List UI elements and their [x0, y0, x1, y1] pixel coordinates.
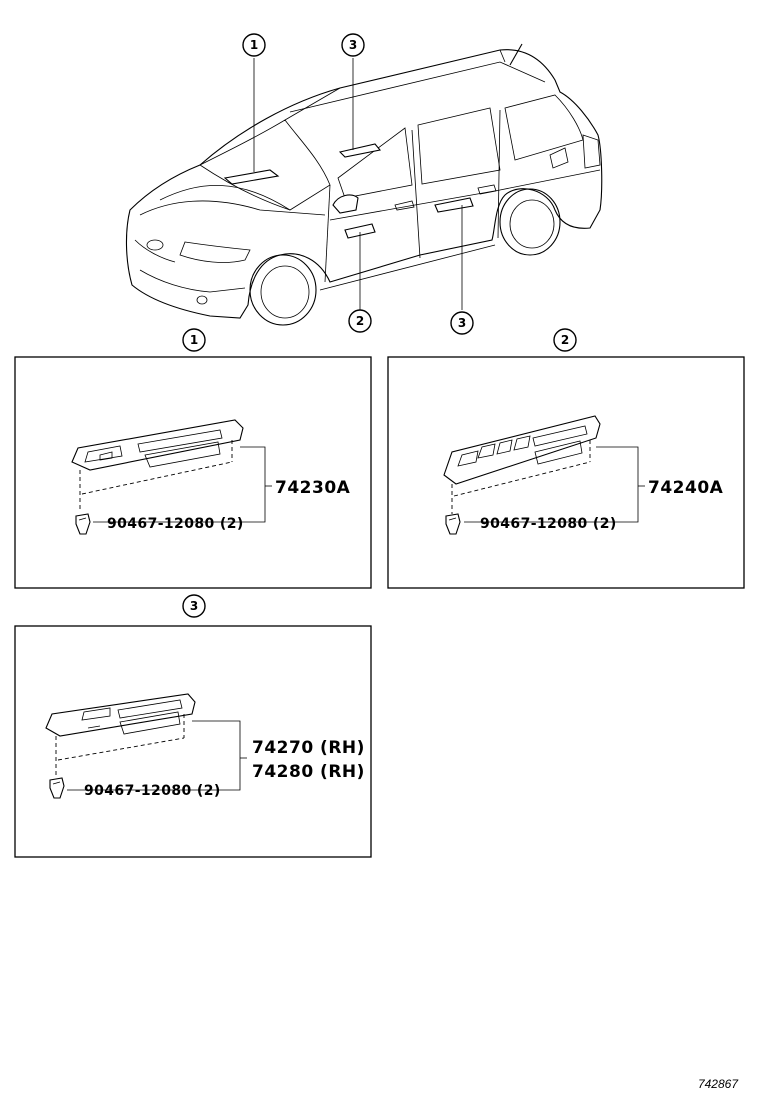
svg-text:3: 3	[349, 38, 357, 52]
panel-3-switch-part	[45, 693, 196, 776]
panel-1-part-number: 74230A	[275, 478, 351, 498]
panel-2-part-number: 74240A	[648, 478, 724, 498]
svg-text:1: 1	[190, 333, 198, 347]
panel-2-frame	[387, 356, 745, 589]
panel-3-clip-number: 90467-12080 (2)	[84, 783, 221, 799]
svg-text:3: 3	[190, 599, 198, 613]
panel-1-frame	[14, 356, 372, 589]
panel-2-callout: 2	[553, 328, 577, 352]
callout-top-3: 3	[341, 33, 365, 57]
car-leader-lines	[253, 58, 463, 310]
panel-1-callout: 1	[182, 328, 206, 352]
svg-text:2: 2	[561, 333, 569, 347]
svg-text:2: 2	[356, 314, 364, 328]
panel-1-clip-number: 90467-12080 (2)	[107, 516, 244, 532]
panel-1-switch-part	[71, 419, 244, 512]
callout-car-3: 3	[450, 311, 474, 335]
svg-text:3: 3	[458, 316, 466, 330]
panel-2-clip	[445, 513, 461, 535]
panel-3-part-number-2: 74280 (RH)	[252, 762, 365, 782]
panel-2-leaders	[464, 446, 645, 523]
vehicle-illustration	[125, 43, 603, 326]
panel-2-switch-part	[443, 415, 601, 514]
panel-3-frame	[14, 625, 372, 858]
panel-2-clip-number: 90467-12080 (2)	[480, 516, 617, 532]
callout-top-1: 1	[242, 33, 266, 57]
panel-1-clip	[75, 513, 91, 535]
panel-1-leaders	[93, 446, 272, 523]
panel-3-clip	[49, 777, 65, 799]
reference-code: 742867	[698, 1077, 739, 1091]
panel-3-part-number-1: 74270 (RH)	[252, 738, 365, 758]
svg-text:1: 1	[250, 38, 258, 52]
panel-3-callout: 3	[182, 594, 206, 618]
panel-3-leaders	[67, 720, 247, 791]
callout-car-2: 2	[348, 309, 372, 333]
